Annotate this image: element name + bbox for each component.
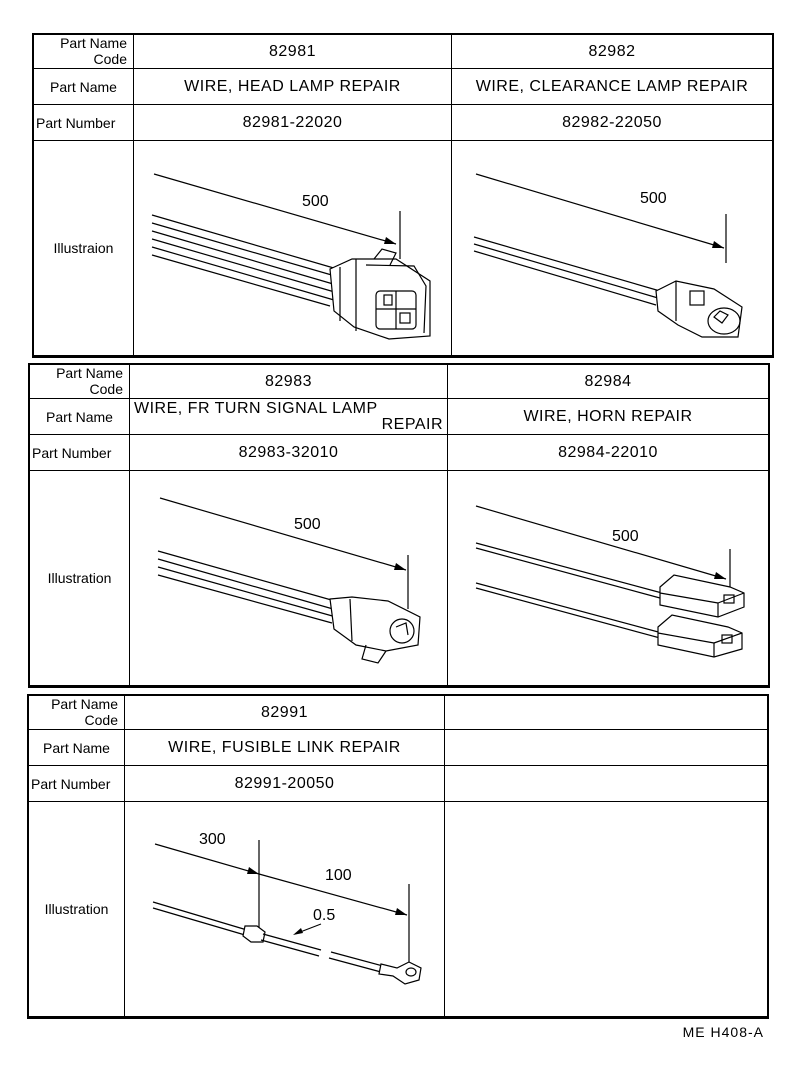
part-number-82991: 82991-20050: [125, 766, 445, 801]
code-row: Part Name Code 82991: [29, 696, 767, 730]
part-name-82982: WIRE, CLEARANCE LAMP REPAIR: [475, 77, 749, 95]
parts-table-2: Part Name Code 82983 82984 Part Name WIR…: [28, 363, 770, 688]
part-code-82982: 82982: [588, 42, 636, 60]
dim-300: 300: [199, 831, 226, 848]
illustration-cell-82991: [125, 802, 445, 1016]
part-name-82984: WIRE, HORN REPAIR: [523, 407, 693, 425]
illustration-row: Illustration: [29, 802, 767, 1017]
dim-500: 500: [640, 190, 667, 207]
part-name-82981: WIRE, HEAD LAMP REPAIR: [134, 69, 452, 104]
part-name-empty: [445, 730, 767, 765]
dim-500: 500: [302, 193, 329, 210]
illustration-cell-empty: [445, 802, 767, 1016]
part-name-row: Part Name WIRE, FR TURN SIGNAL LAMP REPA…: [30, 399, 768, 435]
parts-table-1: Part Name Code 82981 82982 Part Name WIR…: [32, 33, 774, 358]
part-code-82991: 82991: [125, 696, 445, 729]
horn-wire-illustration: 500: [475, 505, 745, 658]
code-row: Part Name Code 82981 82982: [34, 35, 772, 69]
part-name-row: Part Name WIRE, FUSIBLE LINK REPAIR: [29, 730, 767, 766]
part-name-82983: WIRE, FR TURN SIGNAL LAMP REPAIR: [130, 399, 448, 434]
code-row: Part Name Code 82983 82984: [30, 365, 768, 399]
part-name-row: Part Name WIRE, HEAD LAMP REPAIR WIRE, C…: [34, 69, 772, 105]
illustration-row: Illustration: [30, 471, 768, 686]
code-label-line1: Part Name: [56, 365, 123, 381]
part-code-empty: [445, 696, 767, 729]
part-code-82983: 82983: [130, 365, 448, 398]
parts-table-3: Part Name Code 82991 Part Name WIRE, FUS…: [27, 694, 769, 1019]
part-number-82984: 82984-22010: [558, 443, 658, 461]
illustration-row: Illustraion: [34, 141, 772, 356]
part-number-row: Part Number 82983-32010 82984-22010: [30, 435, 768, 471]
part-number-82981: 82981-22020: [134, 105, 452, 140]
part-name-label: Part Name: [34, 69, 134, 104]
code-label-line2: Code: [93, 51, 127, 67]
illustration-cell-82981: [134, 141, 452, 355]
code-label-line2: Code: [84, 712, 118, 728]
part-code-82981: 82981: [134, 35, 452, 68]
dim-100: 100: [325, 867, 352, 884]
turn-signal-wire-illustration: 500: [157, 497, 421, 664]
part-number-row: Part Number 82991-20050: [29, 766, 767, 802]
illustration-label: Illustration: [30, 471, 130, 685]
part-name-82991: WIRE, FUSIBLE LINK REPAIR: [125, 730, 445, 765]
illustration-cell-82983: [130, 471, 448, 685]
dim-500: 500: [294, 516, 321, 533]
fusible-link-illustration: 300 100 0.5: [152, 831, 422, 985]
part-number-82982: 82982-22050: [562, 113, 662, 131]
part-number-82983: 82983-32010: [130, 435, 448, 470]
part-number-row: Part Number 82981-22020 82982-22050: [34, 105, 772, 141]
part-name-line2: REPAIR: [381, 416, 443, 433]
code-label: Part Name Code: [29, 696, 125, 729]
part-name-label: Part Name: [30, 399, 130, 434]
head-lamp-wire-illustration: 500: [151, 173, 431, 340]
dim-0-5: 0.5: [313, 907, 335, 924]
part-number-label: Part Number: [30, 435, 130, 470]
dim-500: 500: [612, 528, 639, 545]
part-code-82984: 82984: [584, 372, 632, 390]
figure-code: ME H408-A: [682, 1024, 764, 1040]
part-number-label: Part Number: [29, 766, 125, 801]
part-number-empty: [445, 766, 767, 801]
code-label-line1: Part Name: [51, 696, 118, 712]
code-label: Part Name Code: [34, 35, 134, 68]
code-label: Part Name Code: [30, 365, 130, 398]
part-name-line1: WIRE, FR TURN SIGNAL LAMP: [134, 400, 378, 417]
clearance-lamp-wire-illustration: 500: [473, 173, 743, 338]
illustration-label: Illustraion: [34, 141, 134, 355]
part-name-label: Part Name: [29, 730, 125, 765]
code-label-line1: Part Name: [60, 35, 127, 51]
part-number-label: Part Number: [34, 105, 134, 140]
code-label-line2: Code: [89, 381, 123, 397]
illustration-label: Illustration: [29, 802, 125, 1016]
